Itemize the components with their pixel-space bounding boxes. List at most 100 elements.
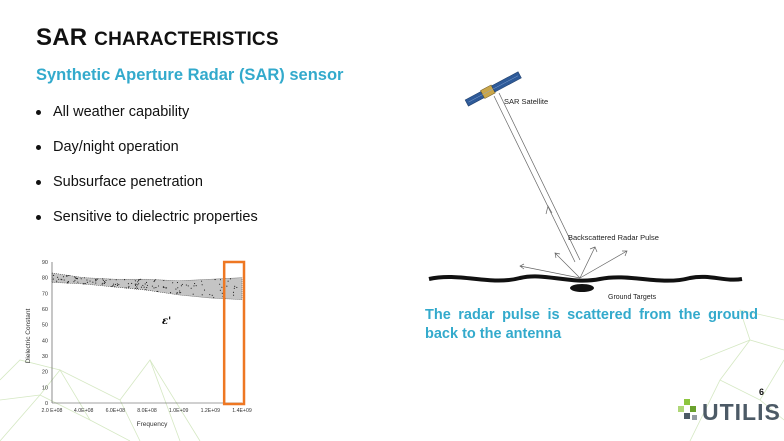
data-point	[180, 285, 182, 287]
data-point	[92, 281, 94, 283]
data-point	[143, 286, 145, 288]
data-point	[227, 280, 229, 282]
data-point	[172, 282, 174, 284]
data-point	[192, 293, 194, 295]
data-point	[179, 290, 181, 292]
bullet-item: All weather capability	[36, 103, 258, 138]
data-point	[146, 284, 148, 286]
data-point	[118, 283, 120, 286]
data-point	[137, 287, 139, 289]
data-point	[86, 281, 88, 283]
bullet-text: Day/night operation	[53, 139, 179, 155]
frequency-highlight-box	[222, 260, 246, 406]
data-point	[176, 282, 179, 284]
data-point	[145, 288, 147, 291]
data-point	[195, 285, 197, 287]
x-tick-label: 1.2E+09	[201, 408, 221, 414]
y-tick-label: 40	[42, 338, 48, 344]
data-point	[153, 287, 155, 289]
data-point	[176, 293, 178, 295]
x-tick-label: 4.0E+08	[74, 408, 94, 414]
data-point	[131, 282, 133, 285]
data-point	[236, 286, 238, 289]
data-point	[209, 294, 211, 296]
data-point	[137, 281, 139, 283]
data-point	[193, 285, 195, 287]
data-point	[140, 278, 142, 280]
data-point	[219, 283, 221, 285]
data-point	[233, 287, 235, 289]
data-point	[82, 283, 84, 285]
y-tick-label: 10	[42, 385, 48, 391]
data-point	[80, 278, 82, 280]
data-point	[116, 283, 118, 285]
data-point	[134, 280, 136, 282]
data-point	[114, 283, 116, 285]
y-axis-label: Dielectric Constant	[25, 309, 32, 364]
diagram-caption: The radar pulse is scattered from the gr…	[425, 307, 758, 342]
bullet-list: All weather capability Day/night operati…	[36, 103, 258, 243]
radar-beam	[493, 92, 581, 263]
data-point	[128, 286, 130, 288]
y-tick-label: 50	[42, 323, 48, 329]
data-point	[112, 283, 115, 285]
data-point	[73, 281, 75, 283]
data-point	[58, 278, 60, 280]
data-point	[170, 291, 172, 294]
data-point	[89, 280, 91, 282]
data-point	[115, 279, 117, 281]
sar-diagram: SAR Satellite Backscattered Radar Pulse …	[428, 71, 743, 301]
data-point	[137, 284, 139, 286]
data-point	[84, 283, 87, 285]
data-point	[146, 281, 148, 284]
data-point	[117, 284, 119, 286]
chart-axes	[51, 262, 242, 404]
y-tick-label: 70	[42, 291, 48, 297]
y-tick-label: 90	[42, 260, 48, 266]
data-point	[214, 279, 216, 281]
data-point	[66, 275, 68, 277]
x-tick-label: 6.0E+08	[106, 408, 126, 414]
data-point	[102, 278, 104, 280]
data-point	[221, 286, 223, 288]
data-point	[187, 285, 189, 287]
data-point	[86, 279, 88, 281]
data-point	[175, 288, 177, 290]
data-point	[140, 286, 142, 288]
data-point	[176, 291, 178, 294]
title-small: CHARACTERISTICS	[94, 29, 279, 50]
bullet-icon	[36, 145, 41, 150]
bullet-icon	[36, 215, 41, 220]
data-point	[74, 279, 76, 281]
data-point	[62, 276, 65, 278]
slide-title: SAR CHARACTERISTICS	[36, 24, 279, 52]
data-band	[51, 272, 243, 300]
bullet-icon	[36, 110, 41, 115]
data-point	[103, 281, 106, 283]
data-point	[201, 280, 203, 282]
targets-label: Ground Targets	[608, 294, 657, 301]
data-point	[124, 279, 126, 281]
utilis-cross-icon	[678, 399, 697, 420]
data-point	[211, 294, 213, 296]
data-point	[194, 283, 196, 285]
data-point	[68, 275, 70, 277]
data-point	[76, 278, 78, 280]
data-point	[102, 282, 104, 284]
data-point	[142, 284, 144, 286]
y-tick-label: 20	[42, 370, 48, 376]
data-point	[154, 280, 156, 282]
data-point	[180, 292, 182, 294]
data-point	[103, 282, 106, 284]
bullet-text: Subsurface penetration	[53, 174, 203, 190]
x-axis-label: Frequency	[137, 421, 168, 428]
data-point	[52, 278, 54, 280]
bullet-item: Sensitive to dielectric properties	[36, 208, 258, 243]
data-point	[155, 287, 157, 289]
data-point	[105, 279, 107, 281]
y-tick-label: 30	[42, 354, 48, 360]
beam-arrow-icon	[545, 205, 553, 215]
